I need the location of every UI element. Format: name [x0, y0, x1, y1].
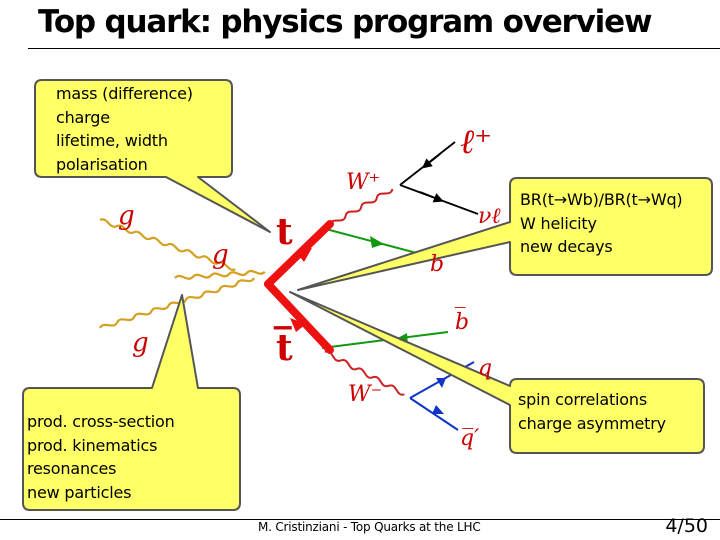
w-minus-label: W⁻ — [348, 382, 383, 407]
b-quark-label: b — [430, 252, 445, 277]
w-minus-line — [324, 350, 405, 396]
callout-line: prod. kinematics — [27, 435, 158, 455]
top-quark-label: t — [276, 211, 293, 253]
top-arrow — [296, 248, 312, 262]
callout-decay: BR(t→Wb)/BR(t→Wq) W helicity new decays — [520, 188, 683, 259]
callout-line: polarisation — [56, 154, 148, 174]
callout-bubble-decay — [297, 177, 713, 291]
lepton-arrow — [421, 153, 441, 169]
callout-line: lifetime, width — [56, 131, 168, 150]
antitop-line — [264, 280, 334, 354]
title-divider — [28, 48, 720, 49]
neutrino-label: νℓ — [478, 204, 501, 229]
w-plus-label: W⁺ — [346, 170, 381, 195]
gluon-label-lower: g — [132, 328, 149, 358]
callout-crosssection: prod. cross-section prod. kinematics res… — [27, 410, 175, 504]
callout-bubble-correlations — [289, 291, 705, 454]
gluon-line-upper — [99, 218, 236, 271]
callout-line: charge asymmetry — [518, 413, 666, 433]
callout-line: BR(t→Wb)/BR(t→Wq) — [520, 190, 683, 209]
q-arrow — [436, 378, 446, 388]
w-plus-line — [329, 188, 394, 226]
antitop-quark-label: t̅ — [276, 327, 293, 369]
page-number: 4/50 — [665, 515, 708, 537]
gluon-line-exchange — [174, 269, 266, 280]
gluon-label-exchange: g — [212, 240, 229, 270]
neutrino-arrow — [419, 191, 444, 203]
bbar-quark-label: b̅ — [455, 310, 470, 335]
gluon-line-lower — [99, 277, 256, 329]
callout-line: prod. cross-section — [27, 412, 175, 431]
qbar-prime-label: q̅′ — [460, 426, 480, 451]
callout-line: charge — [56, 107, 110, 127]
gluon-label-upper: g — [118, 201, 135, 231]
antitop-arrow — [290, 318, 306, 332]
lepton-label: ℓ⁺ — [460, 122, 493, 162]
callout-line: spin correlations — [518, 390, 647, 409]
callout-line: W helicity — [520, 213, 597, 233]
callout-correlations: spin correlations charge asymmetry — [518, 388, 666, 435]
b-quark-arrow — [370, 236, 384, 248]
callout-bubble-production — [34, 79, 271, 233]
callout-line: new particles — [27, 482, 132, 502]
callout-line: new decays — [520, 237, 613, 256]
qbar-prime-arrow — [432, 405, 444, 414]
callout-line: mass (difference) — [56, 84, 193, 103]
q-label: q — [478, 356, 493, 381]
slide-title: Top quark: physics program overview — [38, 4, 653, 40]
footer-divider — [0, 519, 720, 520]
callout-line: resonances — [27, 459, 117, 478]
callout-bubble-crosssection — [22, 294, 241, 511]
callout-production: mass (difference) charge lifetime, width… — [56, 82, 193, 176]
slide-footer: M. Cristinziani - Top Quarks at the LHC — [258, 520, 481, 534]
